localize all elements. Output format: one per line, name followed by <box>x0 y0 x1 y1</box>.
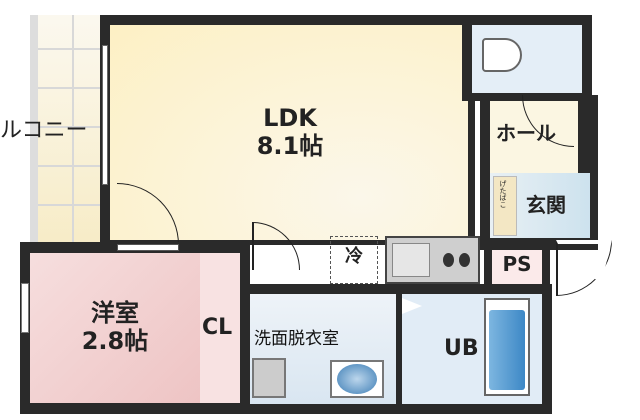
bath-label: UB <box>444 336 479 361</box>
closet <box>200 253 240 403</box>
balcony <box>30 15 105 243</box>
entrance-door[interactable] <box>556 240 612 296</box>
western-name: 洋室 <box>91 299 139 327</box>
washroom-label: 洗面脱衣室 <box>254 329 339 349</box>
ldk-label: LDK 8.1帖 <box>240 104 340 160</box>
bathtub-water-icon <box>489 310 525 390</box>
ldk-size: 8.1帖 <box>256 131 324 160</box>
toilet-icon <box>482 38 522 72</box>
balcony-label: バルコニー <box>0 118 88 143</box>
stove-burner-icon <box>443 253 454 267</box>
stove-burner-icon <box>459 253 470 267</box>
western-room <box>30 253 200 403</box>
washing-machine-icon <box>252 358 286 398</box>
washbasin-bowl-icon <box>337 364 377 394</box>
ps-label: PS <box>502 252 532 276</box>
ps <box>492 250 542 284</box>
shoe-box <box>493 176 517 236</box>
hall-label: ホール <box>496 121 556 145</box>
bath-door-icon[interactable] <box>402 298 422 314</box>
western-label: 洋室 2.8帖 <box>70 299 160 355</box>
ldk-name: LDK <box>263 104 317 132</box>
western-door-opening <box>117 244 179 251</box>
shoe-box-label: げたばこ <box>499 180 508 208</box>
sink-icon <box>392 243 430 277</box>
balcony-window <box>102 45 108 185</box>
western-window <box>21 283 29 333</box>
entrance-label: 玄関 <box>526 193 566 217</box>
western-size: 2.8帖 <box>81 326 149 355</box>
closet-label: CL <box>202 315 233 340</box>
ldk-room <box>110 25 468 240</box>
fridge-space <box>330 236 378 284</box>
fridge-label: 冷 <box>345 246 363 267</box>
